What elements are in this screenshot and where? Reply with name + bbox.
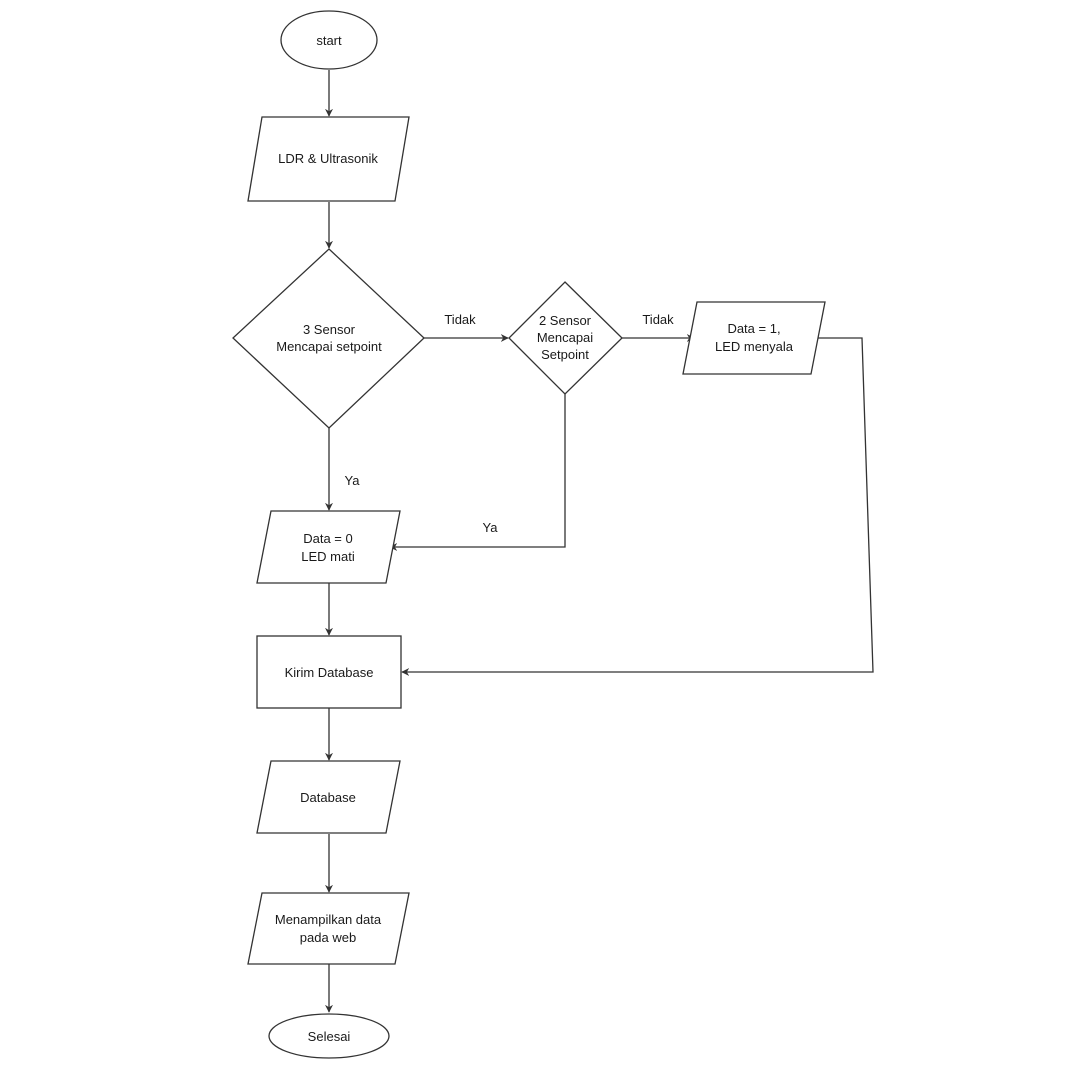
send-database-label: Kirim Database [285, 665, 374, 680]
edge-label-d1-no: Tidak [444, 312, 476, 327]
decision-3-sensor-line-1: 3 Sensor [303, 322, 356, 337]
data-zero-line-1: Data = 0 [303, 531, 353, 546]
data-zero-line-2: LED mati [301, 549, 355, 564]
start-label: start [316, 33, 342, 48]
decision-2-sensor-line-1: 2 Sensor [539, 313, 592, 328]
database-label: Database [300, 790, 356, 805]
data-zero-node: Data = 0 LED mati [256, 510, 401, 584]
input-sensors-label: LDR & Ultrasonik [278, 151, 378, 166]
decision-2-sensor-line-2: Mencapai [537, 330, 593, 345]
edge-label-d2-yes: Ya [483, 520, 499, 535]
edge-decision2-yes [389, 394, 566, 551]
database-node: Database [256, 760, 401, 834]
decision-2-sensor-line-3: Setpoint [541, 347, 589, 362]
data-one-line-1: Data = 1, [727, 321, 780, 336]
edge-data1-to-send [401, 337, 874, 676]
decision-3-sensor-node: 3 Sensor Mencapai setpoint [232, 248, 425, 429]
send-database-node: Kirim Database [256, 635, 402, 709]
end-label: Selesai [308, 1029, 351, 1044]
edge-label-d2-no: Tidak [642, 312, 674, 327]
data-one-node: Data = 1, LED menyala [682, 301, 826, 375]
edge-label-d1-yes: Ya [345, 473, 361, 488]
display-web-line-1: Menampilkan data [275, 912, 382, 927]
input-sensors-node: LDR & Ultrasonik [247, 116, 410, 202]
decision-2-sensor-node: 2 Sensor Mencapai Setpoint [508, 281, 623, 395]
display-web-node: Menampilkan data pada web [247, 892, 410, 965]
start-terminator: start [280, 10, 378, 70]
end-terminator: Selesai [268, 1013, 390, 1059]
decision-3-sensor-line-2: Mencapai setpoint [276, 339, 382, 354]
display-web-line-2: pada web [300, 930, 356, 945]
data-one-line-2: LED menyala [715, 339, 794, 354]
